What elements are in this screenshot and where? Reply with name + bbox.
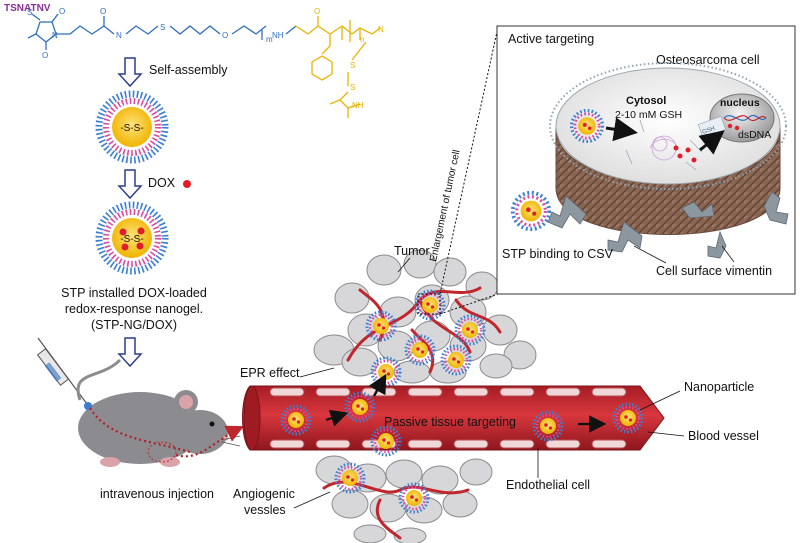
nitrogen-atom: N (52, 31, 58, 40)
gsh-label: 2-10 mM GSH (615, 109, 682, 121)
nucleus-label: nucleus (720, 97, 760, 109)
osteosarcoma-label: Osteosarcoma cell (656, 53, 760, 67)
vimentin-pointer-1 (633, 245, 667, 264)
peptide-label: TSNATNV (4, 3, 51, 14)
angiogenic-label-line1: Angiogenic (233, 487, 295, 501)
cytosol-label: Cytosol (626, 95, 666, 107)
endothelial-cells-bottom (269, 439, 627, 449)
sulfur-atom: S (27, 8, 32, 17)
vimentin-pointer-2 (721, 245, 735, 263)
dsdna-strand (723, 114, 767, 122)
internalization-arrow (605, 117, 638, 142)
nanogel-caption-line2: redox-response nanogel. (65, 302, 203, 316)
dox-label: DOX (148, 176, 176, 190)
vimentin-receptors (547, 191, 789, 259)
tumor-label: Tumor (394, 244, 430, 258)
polymer-oxygen: O (314, 7, 320, 16)
nanoparticle-pointer (639, 390, 681, 411)
amide-nh-2: NH (272, 31, 284, 40)
mouse-illustration (76, 358, 244, 467)
self-assembly-arrow (117, 57, 143, 88)
epr-label: EPR effect (240, 366, 300, 380)
angiogenic-pointer (293, 491, 331, 509)
dox-loading-arrow (117, 169, 143, 200)
nanoparticle-label: Nanoparticle (684, 380, 754, 394)
active-targeting-inset: Active targeting Osteosarcoma cell GSH (496, 25, 796, 295)
enlargement-line-top (439, 26, 499, 295)
endothelial-label: Endothelial cell (506, 478, 590, 492)
polymer-sulfur-2: S (350, 83, 355, 92)
subscript-m: m (266, 35, 273, 44)
inset-title: Active targeting (508, 32, 594, 46)
dox-drug-icon (183, 180, 191, 188)
loaded-core-label: -S-S- (120, 234, 143, 245)
injection-label: intravenous injection (100, 487, 214, 501)
nanogel-caption-line1: STP installed DOX-loaded (61, 286, 207, 300)
endothelial-cells-top (269, 387, 627, 397)
vimentin-label: Cell surface vimentin (656, 264, 772, 278)
extravasation-arrow (368, 373, 387, 397)
dsdna-label: dsDNA (738, 129, 771, 141)
syringe (36, 337, 91, 409)
passive-targeting-label: Passive tissue targeting (384, 415, 516, 429)
angiogenic-label-line2: vessles (244, 503, 286, 517)
stp-binding-label: STP binding to CSV (502, 247, 614, 261)
tumor-pointer (397, 257, 411, 273)
oxygen-atom-2: O (42, 51, 48, 60)
blood-vessel-pointer (647, 431, 685, 437)
sulfur-atom-2: S (160, 23, 165, 32)
osteosarcoma-cell: GSH (510, 62, 789, 259)
nanogel-caption-line3: (STP-NG/DOX) (91, 318, 177, 332)
amide-nh: N (116, 31, 122, 40)
epr-pointer (299, 367, 335, 378)
disulfide-core-label: -S-S- (120, 123, 143, 134)
polymer-nh-2: NH (352, 101, 364, 110)
enlargement-label: Enlargement of tumor cell (428, 149, 462, 263)
self-assembly-label: Self-assembly (149, 63, 228, 77)
polymer-sulfur: S (350, 61, 355, 70)
injection-arrow (117, 337, 143, 368)
empty-nanogel: -S-S- (95, 90, 169, 164)
oxygen-atom-4: O (222, 31, 228, 40)
nucleus-arrow (698, 130, 725, 155)
oxygen-atom-3: O (100, 7, 106, 16)
polymer-nh: N (378, 25, 384, 34)
blood-vessel-label: Blood vessel (688, 429, 759, 443)
chemical-structure: TSNATNV S O N O O N S O m NH (4, 3, 384, 118)
passive-arrow-1 (325, 409, 349, 427)
loaded-nanogel: -S-S- (95, 201, 169, 275)
enlargement-box (417, 293, 441, 315)
subscript-n: n (360, 35, 364, 44)
oxygen-atom: O (59, 7, 65, 16)
